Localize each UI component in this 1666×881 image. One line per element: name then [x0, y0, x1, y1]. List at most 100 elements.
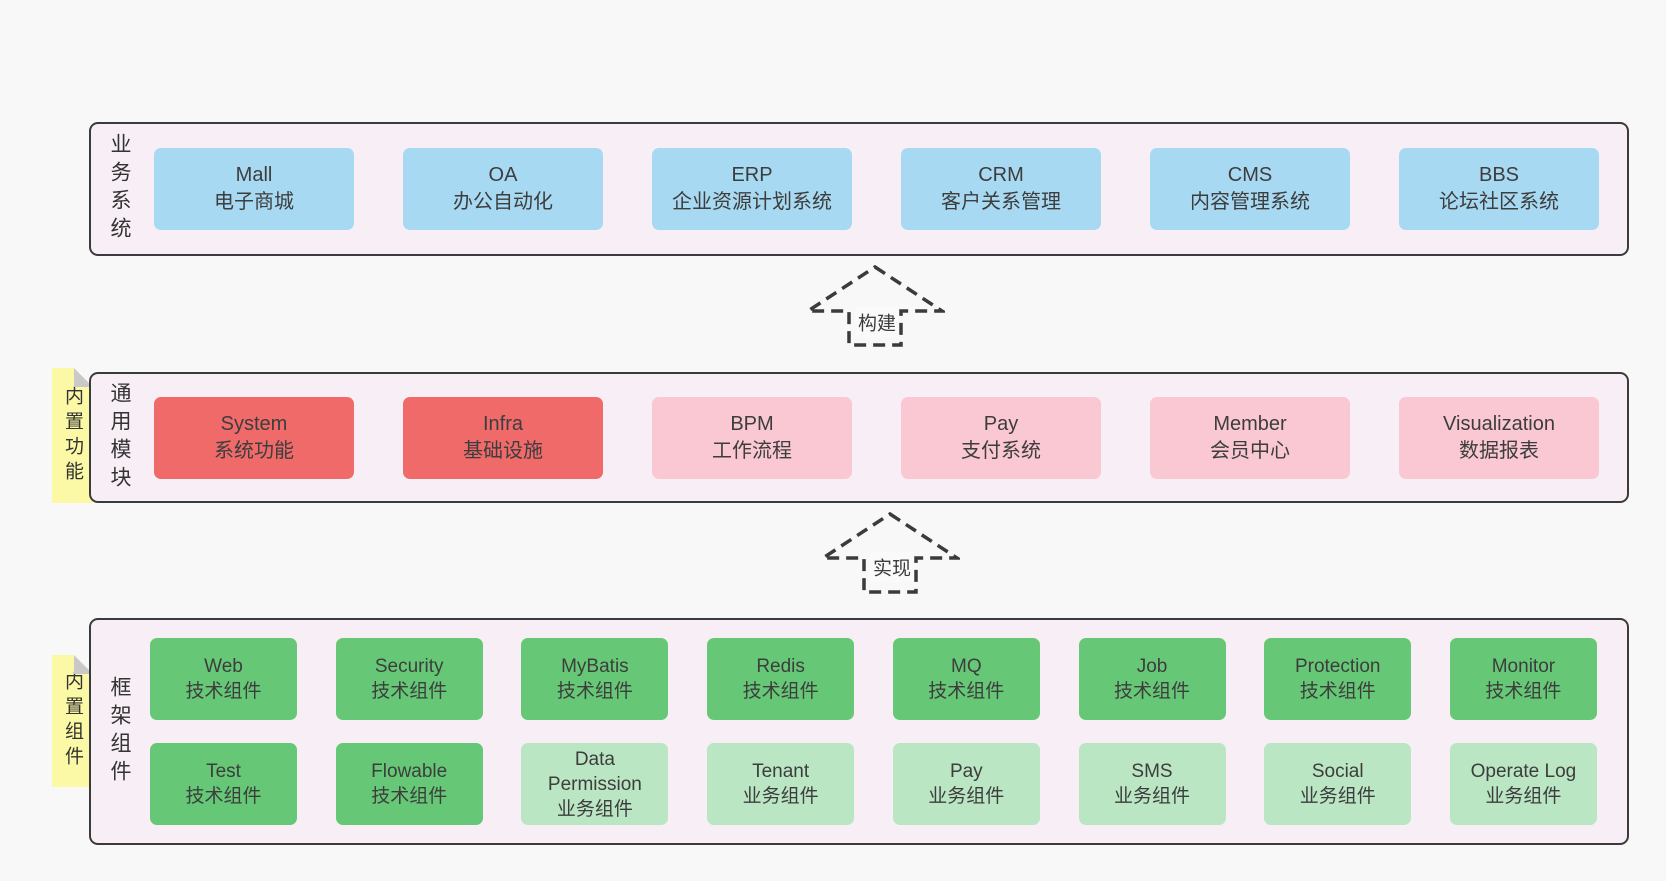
module-box-title: Security [374, 656, 444, 677]
module-box-redis: Redis 技术组件 [707, 638, 855, 720]
module-box-subtitle: 论坛社区系统 [1439, 191, 1559, 213]
module-box-infra: Infra 基础设施 [403, 396, 603, 479]
module-box-subtitle: 技术组件 [742, 681, 819, 702]
module-box-title: MQ [951, 656, 982, 677]
module-box-title: BBS [1478, 164, 1520, 186]
module-box-erp: ERP 企业资源计划系统 [652, 148, 852, 230]
module-box-member: Member 会员中心 [1150, 396, 1350, 479]
module-box-crm: CRM 客户关系管理 [901, 148, 1101, 230]
layer-common-modules: 通用模块 System 系统功能 Infra 基础设施 BPM 工作流程 Pay 支付系统 Me… [89, 372, 1629, 503]
module-box-title: System [220, 412, 288, 435]
module-box-flowable: Flowable 技术组件 [335, 743, 483, 825]
module-box-pay: Pay 业务组件 [892, 743, 1040, 825]
module-box-social: Social 业务组件 [1264, 743, 1412, 825]
module-box-subtitle: 会员中心 [1210, 439, 1290, 462]
module-box-job: Job 技术组件 [1078, 638, 1226, 720]
module-box-title: Job [1136, 656, 1168, 677]
build-arrow-icon [805, 264, 945, 347]
module-box-subtitle: 电子商城 [214, 191, 294, 213]
module-box-subtitle: 基础设施 [463, 439, 543, 462]
common-modules-box-row: System 系统功能 Infra 基础设施 BPM 工作流程 Pay 支付系统 Member 会… [134, 374, 1627, 501]
module-box-subtitle: 业务组件 [556, 798, 633, 820]
module-box-title: Member [1213, 412, 1287, 435]
module-box-title: SMS [1131, 761, 1173, 782]
builtin-functions-note-label: 内置功能 [62, 385, 83, 486]
build-arrow-label: 构建 [854, 306, 900, 338]
module-box-subtitle: 工作流程 [712, 439, 792, 462]
module-box-title: Protection [1294, 656, 1381, 677]
module-box-title: Web [204, 656, 243, 677]
module-box-subtitle: 业务组件 [742, 786, 819, 807]
implement-arrow-icon [820, 511, 960, 594]
module-box-test: Test 技术组件 [150, 743, 297, 825]
module-box-bpm: BPM 工作流程 [652, 396, 852, 479]
module-box-subtitle: 客户关系管理 [941, 191, 1061, 213]
module-box-subtitle: 技术组件 [1114, 681, 1191, 702]
module-box-subtitle: 企业资源计划系统 [672, 191, 832, 213]
module-box-title: ERP [731, 164, 773, 186]
layer-framework-components-label: 框架组件 [108, 675, 131, 788]
builtin-functions-note: 内置功能 [52, 368, 93, 503]
layer-business-systems-label: 业务系统 [108, 133, 131, 245]
module-box-subtitle: 技术组件 [371, 681, 448, 702]
module-box-security: Security 技术组件 [335, 638, 483, 720]
module-box-title: Data Permission [547, 748, 642, 795]
module-box-subtitle: 技术组件 [556, 681, 633, 702]
module-box-title: Mall [235, 164, 273, 186]
module-box-subtitle: 技术组件 [185, 786, 262, 807]
layer-common-modules-label: 通用模块 [108, 381, 131, 494]
module-box-subtitle: 业务组件 [1485, 786, 1562, 807]
module-box-mq: MQ 技术组件 [892, 638, 1040, 720]
module-box-bbs: BBS 论坛社区系统 [1399, 148, 1599, 230]
module-box-subtitle: 内容管理系统 [1190, 191, 1310, 213]
module-box-title: Tenant [752, 761, 810, 782]
module-box-mall: Mall 电子商城 [154, 148, 354, 230]
module-box-subtitle: 业务组件 [1299, 786, 1376, 807]
module-box-title: Social [1311, 761, 1364, 782]
module-box-title: Visualization [1443, 412, 1555, 435]
module-box-title: Pay [983, 412, 1019, 435]
module-box-title: Pay [949, 761, 983, 782]
module-box-data-permission: Data Permission 业务组件 [521, 743, 669, 825]
builtin-components-note-label: 内置组件 [62, 671, 83, 771]
module-box-title: MyBatis [561, 656, 629, 677]
module-box-subtitle: 办公自动化 [453, 191, 553, 213]
module-box-title: Monitor [1491, 656, 1556, 677]
module-box-title: CRM [978, 164, 1024, 186]
module-box-title: Operate Log [1470, 761, 1577, 782]
module-box-system: System 系统功能 [154, 396, 354, 479]
module-box-subtitle: 技术组件 [1485, 681, 1562, 702]
module-box-monitor: Monitor 技术组件 [1449, 638, 1597, 720]
module-box-oa: OA 办公自动化 [403, 148, 603, 230]
module-box-subtitle: 技术组件 [371, 786, 448, 807]
implement-arrow-label: 实现 [869, 551, 915, 583]
module-box-subtitle: 数据报表 [1459, 439, 1539, 462]
module-box-title: Redis [756, 656, 805, 677]
module-box-title: Infra [482, 412, 524, 435]
module-box-subtitle: 系统功能 [214, 439, 294, 462]
module-box-protection: Protection 技术组件 [1264, 638, 1412, 720]
builtin-components-note: 内置组件 [52, 655, 93, 787]
module-box-subtitle: 支付系统 [961, 439, 1041, 462]
module-box-title: Flowable [371, 761, 448, 782]
module-box-visualization: Visualization 数据报表 [1399, 396, 1599, 479]
module-box-pay: Pay 支付系统 [901, 396, 1101, 479]
module-box-title: Test [206, 761, 241, 782]
module-box-operate-log: Operate Log 业务组件 [1449, 743, 1597, 825]
module-box-subtitle: 技术组件 [1299, 681, 1376, 702]
module-box-mybatis: MyBatis 技术组件 [521, 638, 669, 720]
module-box-subtitle: 技术组件 [928, 681, 1005, 702]
module-box-title: OA [488, 164, 518, 186]
module-box-title: BPM [730, 412, 774, 435]
module-box-tenant: Tenant 业务组件 [707, 743, 855, 825]
module-box-subtitle: 业务组件 [928, 786, 1005, 807]
